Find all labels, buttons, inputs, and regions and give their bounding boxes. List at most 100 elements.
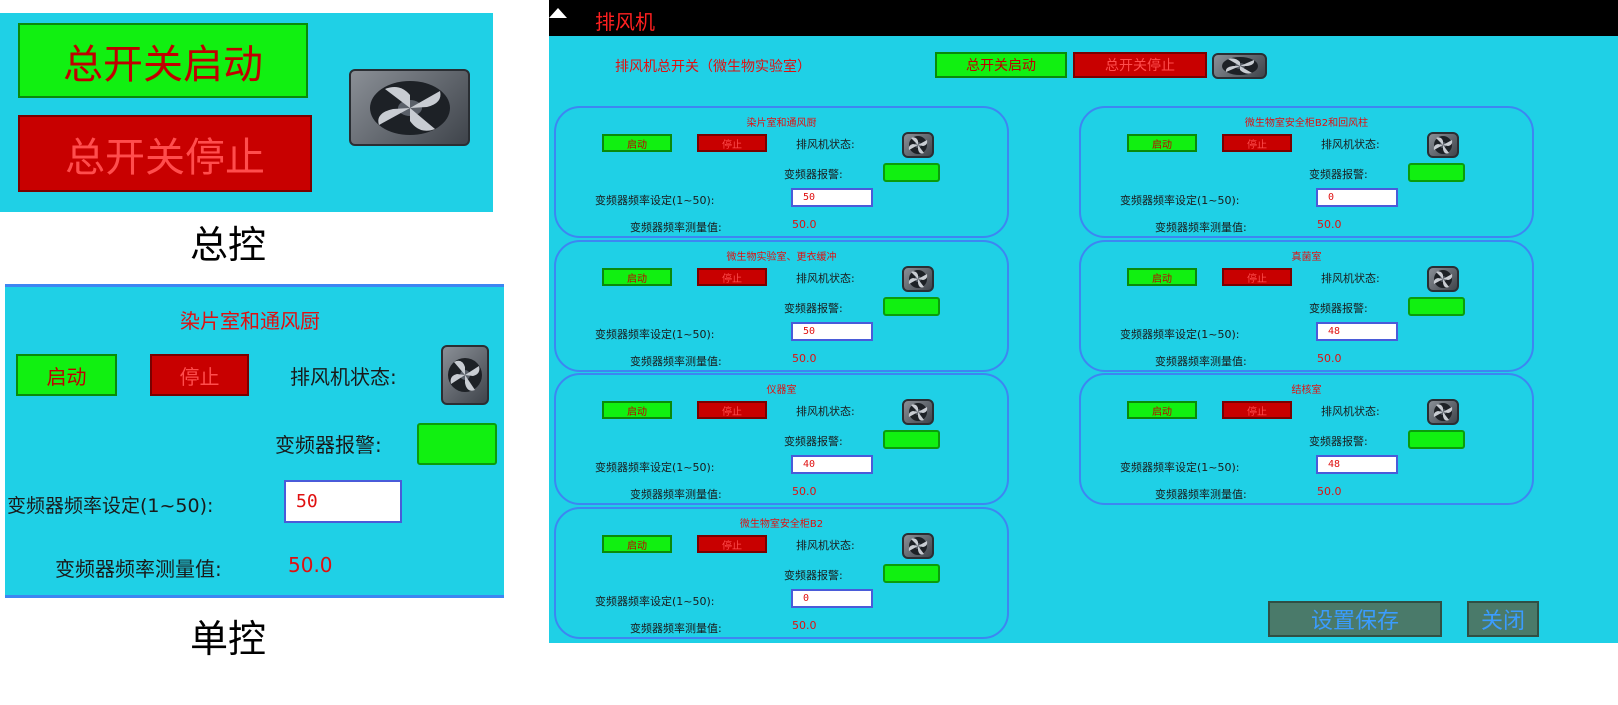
- group-freq-measure-value: 50.0: [792, 352, 817, 365]
- group-freq-measure-label: 变频器频率测量值:: [1155, 355, 1247, 368]
- group-stop-label: 停止: [722, 273, 742, 285]
- group-fan-status-label: 排风机状态:: [1321, 138, 1380, 151]
- single-freq-set-input[interactable]: 50: [284, 480, 402, 523]
- fan-group-5: 结核室 启动 停止 排风机状态: 变频器报警: 变频器频率设定(1~50): 4…: [1079, 373, 1534, 505]
- master-stop-button[interactable]: 总开关停止: [18, 115, 312, 192]
- group-freq-set-input[interactable]: 48: [1316, 455, 1398, 474]
- group-start-button[interactable]: 启动: [1127, 268, 1197, 286]
- master-start-button[interactable]: 总开关启动: [18, 23, 308, 98]
- group-alarm-label: 变频器报警:: [1309, 168, 1368, 181]
- save-settings-button[interactable]: 设置保存: [1268, 601, 1442, 637]
- group-start-label: 启动: [627, 139, 647, 151]
- group-start-button[interactable]: 启动: [602, 134, 672, 152]
- group-stop-button[interactable]: 停止: [697, 268, 767, 286]
- window-master-start-label: 总开关启动: [966, 58, 1036, 74]
- group-stop-label: 停止: [722, 540, 742, 552]
- single-caption: 单控: [190, 617, 267, 661]
- group-freq-set-input[interactable]: 50: [791, 322, 873, 341]
- fan-group-3: 真菌室 启动 停止 排风机状态: 变频器报警: 变频器频率设定(1~50): 4…: [1079, 240, 1534, 372]
- close-button[interactable]: 关闭: [1467, 601, 1539, 637]
- group-title: 微生物室安全柜B2: [739, 519, 824, 530]
- group-start-button[interactable]: 启动: [602, 268, 672, 286]
- group-freq-set-label: 变频器频率设定(1~50):: [595, 595, 715, 608]
- group-stop-label: 停止: [722, 139, 742, 151]
- title-text: 排风机: [595, 10, 655, 34]
- group-start-button[interactable]: 启动: [1127, 134, 1197, 152]
- single-stop-label: 停止: [179, 364, 220, 389]
- fan-group-6: 微生物室安全柜B2 启动 停止 排风机状态: 变频器报警: 变频器频率设定(1~…: [554, 507, 1009, 639]
- group-title: 真菌室: [1291, 252, 1322, 263]
- group-freq-set-label: 变频器频率设定(1~50):: [1120, 328, 1240, 341]
- group-stop-button[interactable]: 停止: [697, 134, 767, 152]
- group-stop-button[interactable]: 停止: [697, 401, 767, 419]
- group-fan-status-label: 排风机状态:: [796, 539, 855, 552]
- group-fan-status-icon: [902, 533, 934, 559]
- group-start-button[interactable]: 启动: [602, 535, 672, 553]
- single-start-button[interactable]: 启动: [16, 354, 117, 396]
- group-fan-status-label: 排风机状态:: [796, 405, 855, 418]
- group-stop-label: 停止: [1247, 139, 1267, 151]
- group-stop-button[interactable]: 停止: [697, 535, 767, 553]
- close-label: 关闭: [1480, 609, 1525, 634]
- group-start-label: 启动: [627, 406, 647, 418]
- single-freq-measure-value: 50.0: [288, 553, 333, 577]
- group-freq-measure-label: 变频器频率测量值:: [630, 488, 722, 501]
- group-freq-measure-label: 变频器频率测量值:: [630, 355, 722, 368]
- window-master-start-button[interactable]: 总开关启动: [935, 52, 1067, 78]
- group-stop-label: 停止: [1247, 406, 1267, 418]
- master-caption: 总控: [190, 223, 267, 267]
- fan-group-4: 仪器室 启动 停止 排风机状态: 变频器报警: 变频器频率设定(1~50): 4…: [554, 373, 1009, 505]
- group-stop-label: 停止: [722, 406, 742, 418]
- group-alarm-label: 变频器报警:: [784, 168, 843, 181]
- group-title: 染片室和通风厨: [746, 118, 817, 129]
- group-start-label: 启动: [627, 540, 647, 552]
- single-panel-title: 染片室和通风厨: [180, 309, 320, 333]
- group-start-label: 启动: [627, 273, 647, 285]
- window-master-stop-button[interactable]: 总开关停止: [1073, 52, 1207, 78]
- group-stop-button[interactable]: 停止: [1222, 401, 1292, 419]
- master-control-panel: 总开关启动 总开关停止: [0, 13, 493, 212]
- fan-group-0: 染片室和通风厨 启动 停止 排风机状态: 变频器报警: 变频器频率设定(1~50…: [554, 106, 1009, 238]
- group-fan-status-label: 排风机状态:: [796, 272, 855, 285]
- fan-icon: [349, 69, 470, 146]
- group-alarm-indicator: [1408, 430, 1465, 449]
- save-settings-label: 设置保存: [1310, 609, 1399, 634]
- group-stop-button[interactable]: 停止: [1222, 134, 1292, 152]
- group-freq-measure-label: 变频器频率测量值:: [630, 221, 722, 234]
- group-fan-status-label: 排风机状态:: [1321, 405, 1380, 418]
- group-alarm-indicator: [883, 430, 940, 449]
- group-freq-set-label: 变频器频率设定(1~50):: [595, 194, 715, 207]
- group-freq-set-input[interactable]: 40: [791, 455, 873, 474]
- single-fan-status-label: 排风机状态:: [290, 365, 397, 389]
- group-freq-set-input[interactable]: 48: [1316, 322, 1398, 341]
- group-freq-measure-value: 50.0: [792, 485, 817, 498]
- group-freq-measure-label: 变频器频率测量值:: [1155, 488, 1247, 501]
- group-start-button[interactable]: 启动: [1127, 401, 1197, 419]
- home-icon[interactable]: [549, 8, 567, 18]
- single-stop-button[interactable]: 停止: [150, 354, 249, 396]
- group-freq-set-label: 变频器频率设定(1~50):: [595, 328, 715, 341]
- group-stop-button[interactable]: 停止: [1222, 268, 1292, 286]
- single-freq-measure-label: 变频器频率测量值:: [55, 557, 222, 581]
- group-freq-measure-label: 变频器频率测量值:: [630, 622, 722, 635]
- group-alarm-label: 变频器报警:: [1309, 302, 1368, 315]
- group-freq-set-input[interactable]: 50: [791, 188, 873, 207]
- master-switch-label: 排风机总开关（微生物实验室）: [615, 59, 811, 75]
- group-freq-set-label: 变频器频率设定(1~50):: [1120, 461, 1240, 474]
- window-master-stop-label: 总开关停止: [1105, 58, 1175, 74]
- group-freq-set-input[interactable]: 0: [1316, 188, 1398, 207]
- group-start-label: 启动: [1152, 139, 1172, 151]
- group-fan-status-label: 排风机状态:: [796, 138, 855, 151]
- single-fan-status-icon: [441, 345, 489, 405]
- single-alarm-indicator: [417, 423, 497, 465]
- group-title: 仪器室: [766, 385, 797, 396]
- group-freq-set-input[interactable]: 0: [791, 589, 873, 608]
- group-fan-status-icon: [1427, 132, 1459, 158]
- group-freq-set-label: 变频器频率设定(1~50):: [595, 461, 715, 474]
- group-freq-measure-value: 50.0: [1317, 485, 1342, 498]
- master-stop-label: 总开关停止: [65, 134, 265, 181]
- group-fan-status-icon: [902, 266, 934, 292]
- group-freq-measure-value: 50.0: [1317, 352, 1342, 365]
- group-freq-measure-label: 变频器频率测量值:: [1155, 221, 1247, 234]
- group-start-button[interactable]: 启动: [602, 401, 672, 419]
